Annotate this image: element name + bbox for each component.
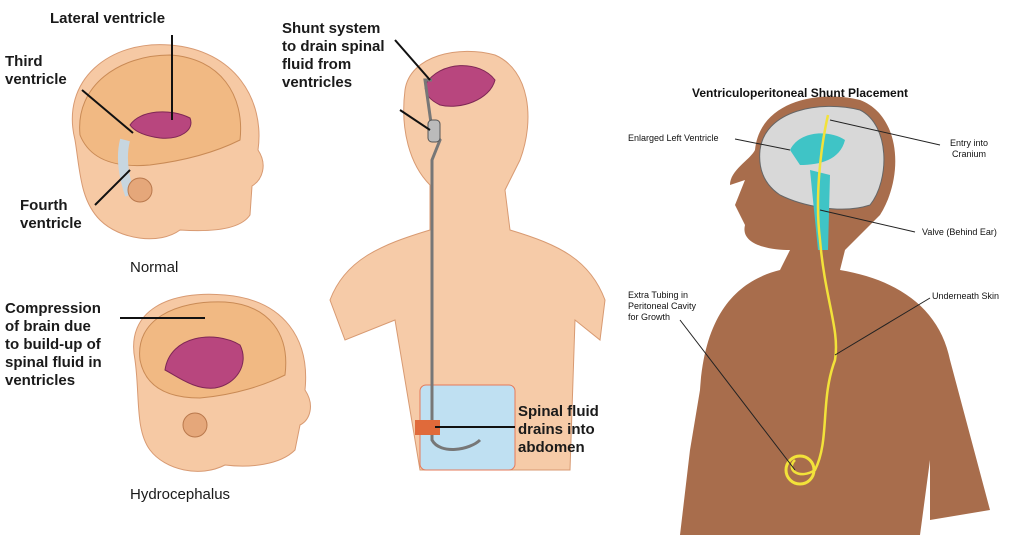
label-lateral-ventricle: Lateral ventricle (50, 10, 166, 27)
label-extra-tubing: Extra Tubing in Peritoneal Cavity for Gr… (628, 290, 697, 322)
right-panel-title: Ventriculoperitoneal Shunt Placement (692, 86, 909, 100)
label-shunt-system: Shunt system to drain spinal fluid from … (282, 20, 385, 91)
hydrocephalus-head-illustration (120, 293, 311, 472)
label-compression: Compression of brain due to build-up of … (5, 300, 102, 389)
label-valve: Valve (Behind Ear) (922, 227, 997, 237)
label-underneath-skin: Underneath Skin (932, 291, 1000, 301)
normal-head-illustration (71, 35, 264, 240)
caption-normal: Normal (130, 259, 179, 276)
silhouette-illustration (679, 96, 990, 535)
caption-hydrocephalus: Hydrocephalus (130, 486, 231, 503)
label-fourth-ventricle: Fourth ventricle (20, 197, 82, 232)
label-enlarged-left-ventricle: Enlarged Left Ventricle (628, 133, 719, 143)
torso-illustration (329, 39, 606, 471)
label-entry-into-cranium: Entry into Cranium (950, 138, 989, 159)
label-third-ventricle: Third ventricle (5, 53, 67, 88)
label-spinal-fluid-drains: Spinal fluid drains into abdomen (518, 403, 599, 456)
